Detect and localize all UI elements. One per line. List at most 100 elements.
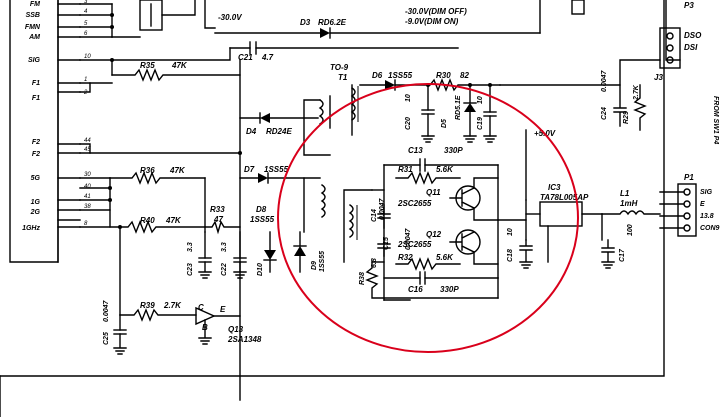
top-rail: C21 4.7 D3 RD6.2E -30.0V(DIM OFF) -9.0V(…	[79, 0, 585, 62]
label-d9-value: 1SS55	[319, 251, 326, 272]
label-r36: R36	[140, 166, 155, 175]
label-r31: R31	[398, 165, 413, 174]
label-c22: C22	[221, 263, 228, 276]
pin-label-am: AM	[28, 34, 40, 41]
label-d8-value: 1SS55	[250, 215, 275, 224]
label-r39: R39	[140, 301, 155, 310]
label-c21: C21	[238, 53, 253, 62]
label-c23: C23	[187, 263, 194, 276]
r35-branch: R35 47K	[79, 58, 241, 401]
label-d4: D4	[246, 127, 257, 136]
label-r40-value: 47K	[165, 216, 182, 225]
label-from-sw1: FROM SW1 P4	[712, 96, 719, 144]
label-q11-value: 2SC2655	[397, 199, 432, 208]
label-r31-value: 5.6K	[436, 165, 454, 174]
pin-num-4: 4	[84, 9, 88, 15]
label-c24-value: 0.0047	[601, 69, 608, 92]
label-d4-value: RD24E	[266, 127, 292, 136]
regulator-ic3: +5.0V IC3 TA78L005AP C18 10	[497, 129, 603, 269]
label-p1-e: E	[700, 201, 705, 208]
pin-num-3: 3	[84, 0, 88, 5]
label-p1-138: 13.8	[700, 213, 714, 220]
label-r35-value: 47K	[171, 61, 188, 70]
label-r29-value: 2.7K	[633, 84, 640, 101]
highlight-circle	[277, 83, 579, 353]
label-c13-value: 330P	[444, 146, 463, 155]
pin-num-45: 45	[84, 147, 91, 153]
label-c19: C19	[477, 117, 484, 130]
label-c18: C18	[507, 249, 514, 262]
label-c16-value: 330P	[440, 285, 459, 294]
pin-num-8: 8	[84, 221, 88, 227]
label-q13-b: B	[202, 323, 208, 332]
label-d9: D9	[311, 261, 318, 270]
label-d7: D7	[244, 165, 255, 174]
transformer-t1: TO-9 T1 D6 1SS55 R30 82	[330, 63, 501, 136]
label-dim-on: -9.0V(DIM ON)	[405, 17, 459, 26]
label-d3-value: RD6.2E	[318, 18, 347, 27]
pin-num-1: 1	[84, 77, 87, 83]
oscillator-block: C13 330P R31 5.6K R32 5.6K C16 330P Q11 …	[343, 146, 499, 301]
label-l1: L1	[620, 189, 630, 198]
label-j3: J3	[654, 73, 663, 82]
label-c15: C15	[383, 237, 390, 250]
label-r33-value: 47	[213, 215, 223, 224]
label-c20-value: 10	[405, 94, 412, 102]
pin-num-38: 38	[84, 204, 91, 210]
label-dso: DSO	[684, 31, 702, 40]
label-r30-value: 82	[460, 71, 469, 80]
label-c22-value: 3.3	[221, 242, 228, 252]
label-c18-value: 10	[507, 228, 514, 236]
pin-label-2g: 2G	[30, 209, 41, 216]
label-q13-e: E	[220, 305, 226, 314]
pin-num-6: 6	[84, 31, 88, 37]
label-r39-value: 2.7K	[163, 301, 182, 310]
label-d5: D5	[441, 119, 448, 128]
left-pin-stubs	[57, 3, 81, 228]
left-pin-labels: FM SSB FMN AM SIG F1 F1 F2 F2 5G 1G 2G 1…	[22, 1, 41, 232]
l1-c17: L1 1mH C17 100	[601, 189, 661, 269]
label-c13: C13	[408, 146, 423, 155]
pin-num-44: 44	[84, 138, 91, 144]
label-r36-value: 47K	[169, 166, 186, 175]
pin-num-10: 10	[84, 54, 91, 60]
pin-label-5g: 5G	[31, 175, 41, 182]
label-ic3-value: TA78L005AP	[540, 193, 589, 202]
label-r32-value: 5.6K	[436, 253, 454, 262]
label-d6-value: 1SS55	[388, 71, 413, 80]
label-minus30: -30.0V	[218, 13, 242, 22]
label-c17: C17	[619, 248, 626, 262]
label-c24: C24	[601, 107, 608, 120]
d4-branch: D4 RD24E	[239, 95, 331, 156]
c24-r29: C24 0.0047 R29 2.7K	[499, 59, 661, 131]
pin-label-f2b: F2	[32, 151, 40, 158]
label-c17-value: 100	[627, 224, 634, 236]
d9-d10: D10 D9 1SS55	[257, 231, 326, 276]
label-d8: D8	[256, 205, 267, 214]
label-r40: R40	[140, 216, 155, 225]
r39-q13: R39 2.7K C25 0.0047 C E B Q13 2SA1348	[103, 226, 262, 355]
label-q12: Q12	[426, 230, 442, 239]
pin-label-sig: SIG	[28, 57, 41, 64]
label-c21-value: 4.7	[261, 53, 274, 62]
pin-label-1ghz: 1GHz	[22, 225, 40, 232]
label-t1: T1	[338, 73, 348, 82]
label-ic3: IC3	[548, 183, 561, 192]
pin-num-2: 2	[83, 90, 88, 96]
pin-numbers: 3 4 5 6 10 1 2 44 45 30 40 41 38 8	[83, 0, 91, 227]
label-d6: D6	[372, 71, 383, 80]
label-r30: R30	[436, 71, 451, 80]
pin-label-ssb: SSB	[26, 12, 40, 19]
label-r32: R32	[398, 253, 413, 262]
label-dim-off: -30.0V(DIM OFF)	[405, 7, 467, 16]
label-r38: R38	[359, 272, 366, 285]
label-d7-value: 1SS55	[264, 165, 289, 174]
r36-branch: R36 47K	[79, 166, 206, 233]
label-dsi: DSI	[684, 43, 698, 52]
pin-label-1g: 1G	[31, 199, 41, 206]
connector-j3: P3 DSO DSI J3 FROM SW1 P4	[654, 0, 719, 144]
label-c14-value: 0.0047	[379, 197, 386, 220]
label-c15-value: 0.0047	[405, 227, 412, 250]
